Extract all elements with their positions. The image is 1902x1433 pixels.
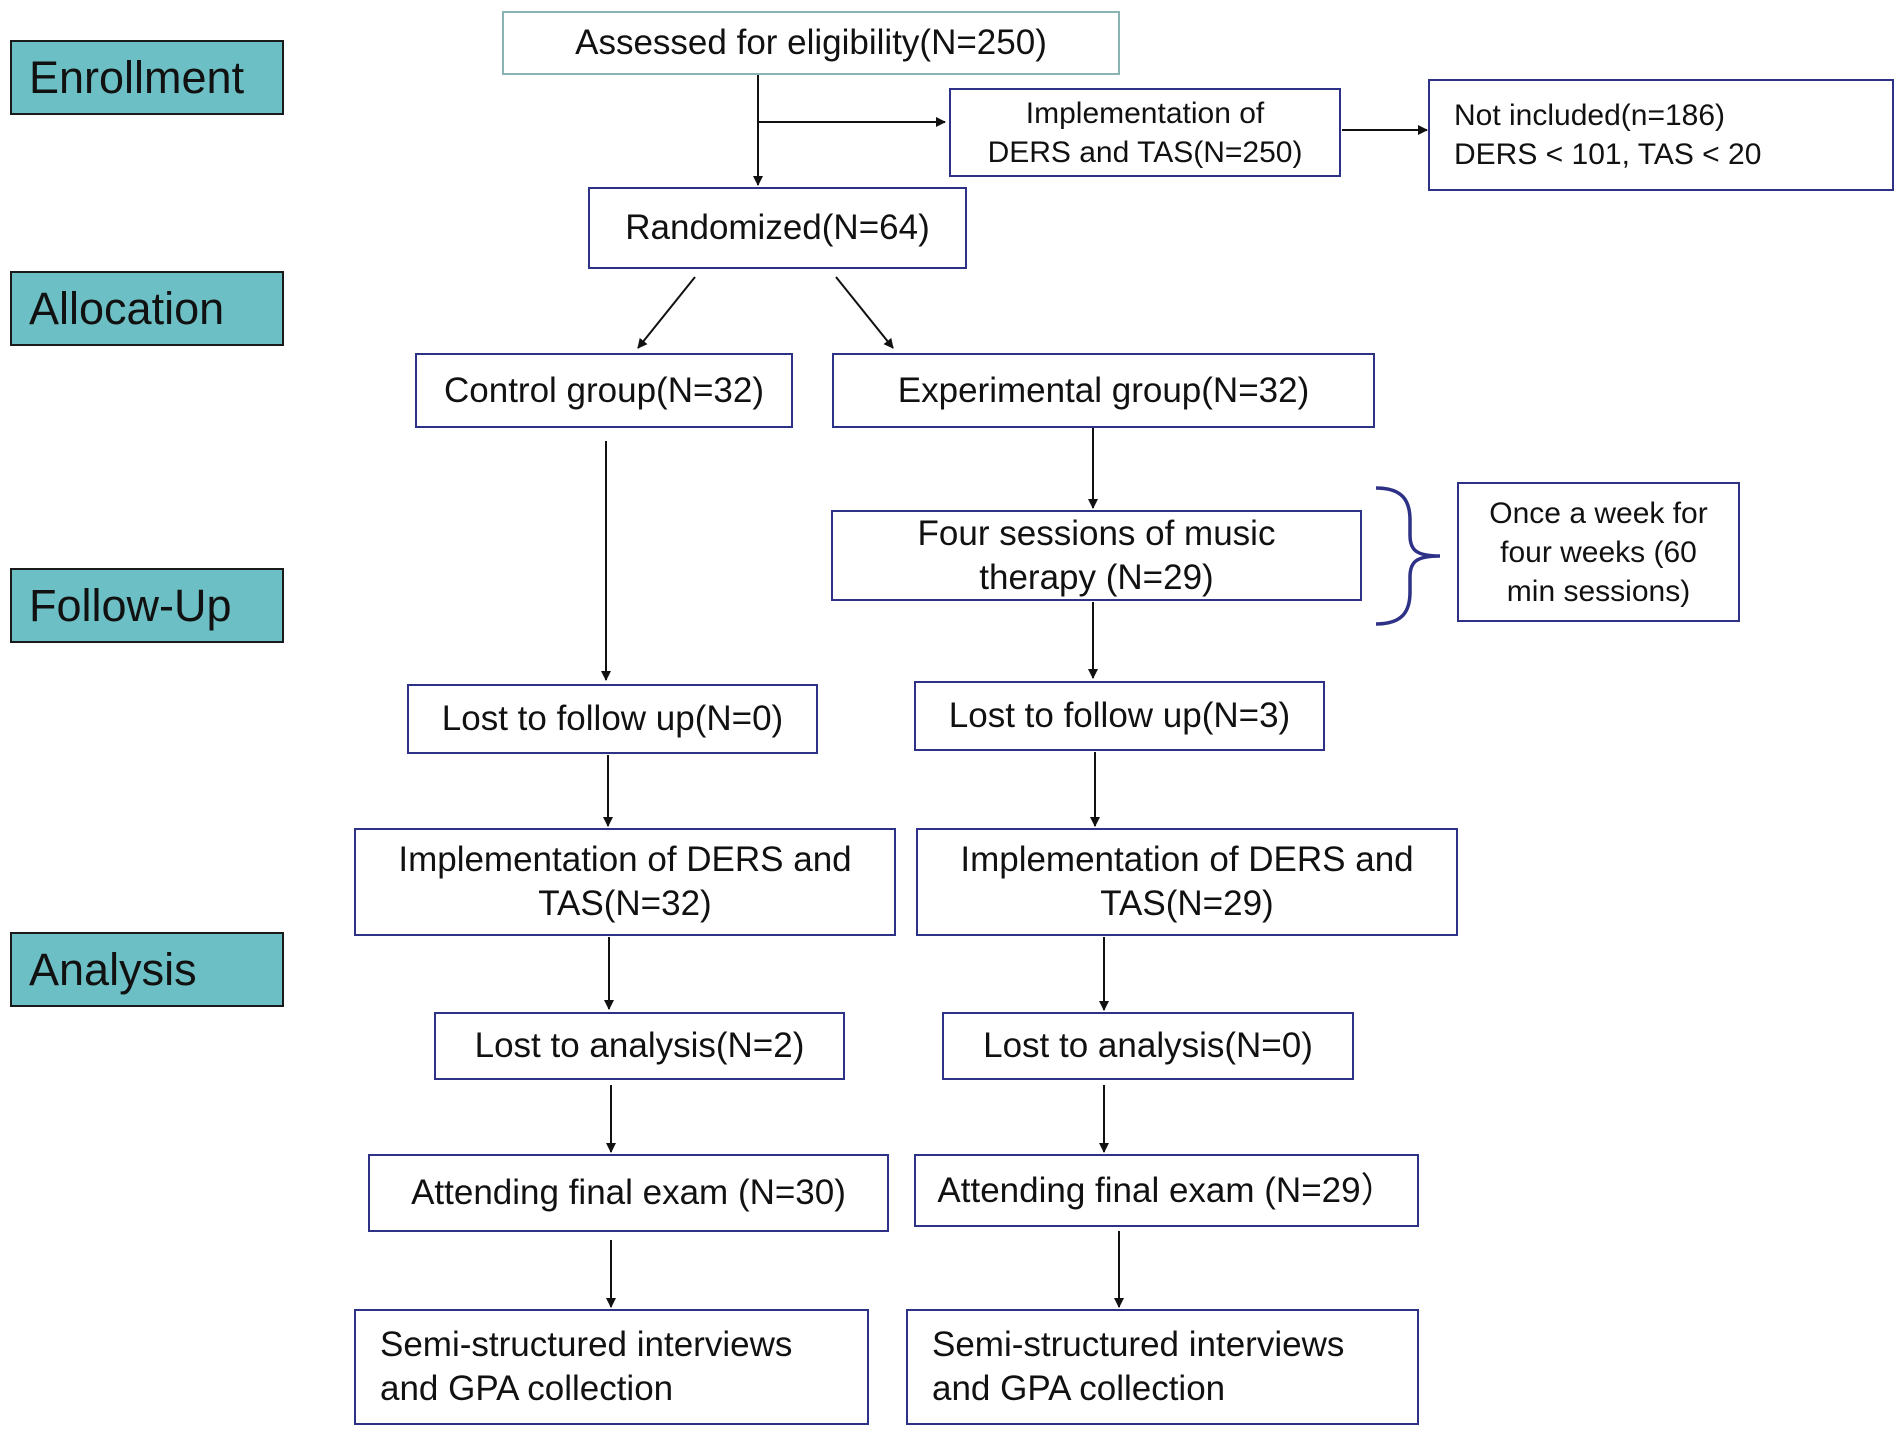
assessed-box: Assessed for eligibility(N=250) [502,11,1120,75]
exp-interviews-box: Semi-structured interviews and GPA colle… [906,1309,1419,1425]
curly-brace [1375,486,1441,626]
stage-allocation: Allocation [10,271,284,346]
exp-lost-analysis-box: Lost to analysis(N=0) [942,1012,1354,1080]
implementation-initial-box: Implementation of DERS and TAS(N=250) [949,88,1341,177]
arrow-to-experimental-group [835,276,894,349]
control-group-box: Control group(N=32) [415,353,793,428]
music-therapy-box: Four sessions of music therapy (N=29) [831,510,1362,601]
exp-lost-followup-box: Lost to follow up(N=3) [914,681,1325,751]
arrow-to-control-group [637,276,696,349]
experimental-group-box: Experimental group(N=32) [832,353,1375,428]
stage-follow-up: Follow-Up [10,568,284,643]
not-included-box: Not included(n=186) DERS < 101, TAS < 20 [1428,79,1894,191]
control-lost-analysis-box: Lost to analysis(N=2) [434,1012,845,1080]
control-final-exam-box: Attending final exam (N=30) [368,1154,889,1232]
stage-enrollment: Enrollment [10,40,284,115]
exp-implementation-box: Implementation of DERS and TAS(N=29) [916,828,1458,936]
control-lost-followup-box: Lost to follow up(N=0) [407,684,818,754]
control-interviews-box: Semi-structured interviews and GPA colle… [354,1309,869,1425]
control-implementation-box: Implementation of DERS and TAS(N=32) [354,828,896,936]
session-note-box: Once a week for four weeks (60 min sessi… [1457,482,1740,622]
stage-analysis: Analysis [10,932,284,1007]
exp-final-exam-box: Attending final exam (N=29） [914,1154,1419,1227]
randomized-box: Randomized(N=64) [588,187,967,269]
